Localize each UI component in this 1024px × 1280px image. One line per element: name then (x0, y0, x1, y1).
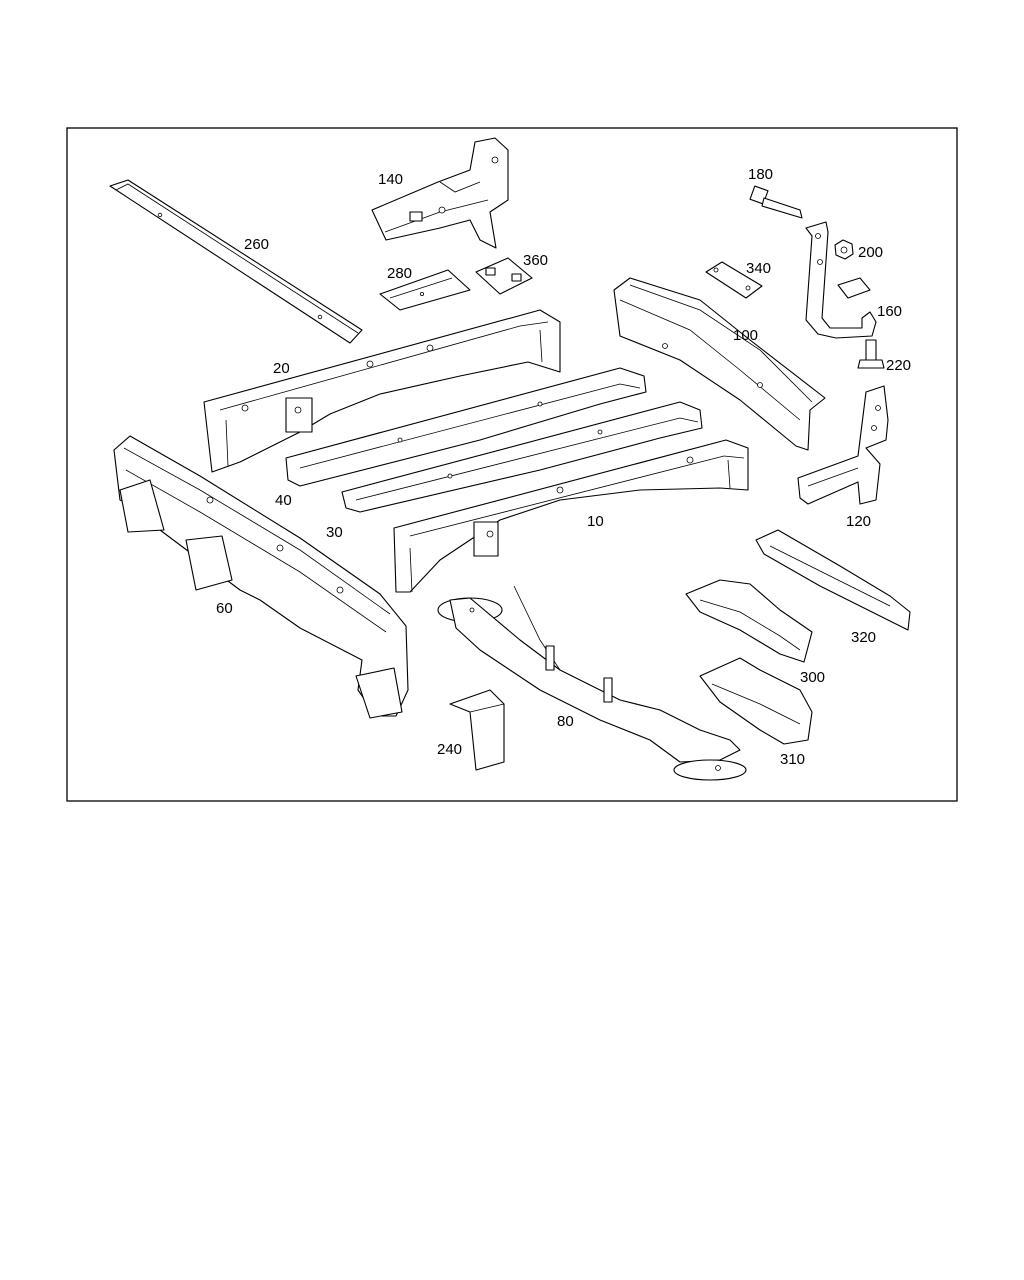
label-300: 300 (800, 669, 825, 686)
part-180[interactable] (749, 185, 803, 219)
label-80: 80 (557, 713, 574, 730)
label-20: 20 (273, 360, 290, 377)
part-60[interactable] (113, 435, 409, 719)
label-220: 220 (886, 357, 911, 374)
part-220[interactable] (857, 339, 885, 369)
part-30[interactable] (341, 401, 703, 513)
label-310: 310 (780, 751, 805, 768)
part-100[interactable] (613, 277, 826, 451)
label-240: 240 (437, 741, 462, 758)
label-160: 160 (877, 303, 902, 320)
label-120: 120 (846, 513, 871, 530)
part-320[interactable] (755, 529, 911, 631)
part-260[interactable] (109, 179, 363, 344)
part-300[interactable] (685, 579, 813, 663)
part-310[interactable] (699, 657, 813, 745)
part-160[interactable] (805, 221, 877, 339)
part-10[interactable] (393, 439, 749, 593)
part-360[interactable] (475, 257, 533, 295)
label-320: 320 (851, 629, 876, 646)
label-200: 200 (858, 244, 883, 261)
label-60: 60 (216, 600, 233, 617)
part-280[interactable] (379, 269, 471, 311)
label-140: 140 (378, 171, 403, 188)
part-40[interactable] (285, 367, 647, 487)
part-200[interactable] (834, 239, 854, 260)
label-180: 180 (748, 166, 773, 183)
diagram-frame (66, 127, 958, 802)
part-240[interactable] (449, 689, 505, 771)
part-120[interactable] (797, 385, 889, 505)
part-140[interactable] (371, 137, 509, 249)
label-360: 360 (523, 252, 548, 269)
part-340[interactable] (705, 261, 763, 299)
label-100: 100 (733, 327, 758, 344)
label-10: 10 (587, 513, 604, 530)
part-80[interactable] (437, 585, 747, 781)
label-280: 280 (387, 265, 412, 282)
part-20[interactable] (203, 309, 561, 473)
label-340: 340 (746, 260, 771, 277)
label-260: 260 (244, 236, 269, 253)
label-30: 30 (326, 524, 343, 541)
label-40: 40 (275, 492, 292, 509)
